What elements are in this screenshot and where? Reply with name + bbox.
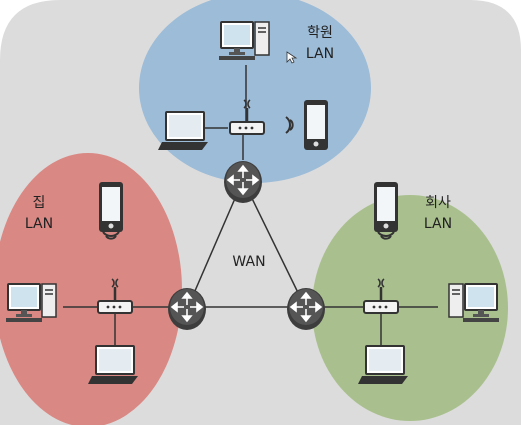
smartphone-icon <box>99 182 123 232</box>
home-lan-label-line1: 집 <box>33 195 46 211</box>
laptop-icon <box>157 111 209 151</box>
home-lan-zone <box>0 153 182 425</box>
router-icon <box>286 287 326 331</box>
office-lan-label-line2: LAN <box>424 216 452 232</box>
smartphone-icon <box>304 100 328 150</box>
smartphone-icon <box>374 182 398 232</box>
laptop-icon <box>357 345 409 385</box>
wan-link-top-right <box>242 179 306 308</box>
router-icon <box>167 287 207 331</box>
wan-label: WAN <box>232 254 265 270</box>
router-icon <box>223 160 263 204</box>
office-lan-zone <box>312 195 508 421</box>
academy-lan-label-line2: LAN <box>306 46 334 62</box>
academy-lan-label-line1: 학원 <box>307 25 333 41</box>
cursor-icon <box>286 51 298 64</box>
office-lan-label-line1: 회사 <box>425 195 451 211</box>
wan-link-top-left <box>187 179 244 308</box>
laptop-icon <box>87 345 139 385</box>
home-lan-label-line2: LAN <box>25 216 53 232</box>
